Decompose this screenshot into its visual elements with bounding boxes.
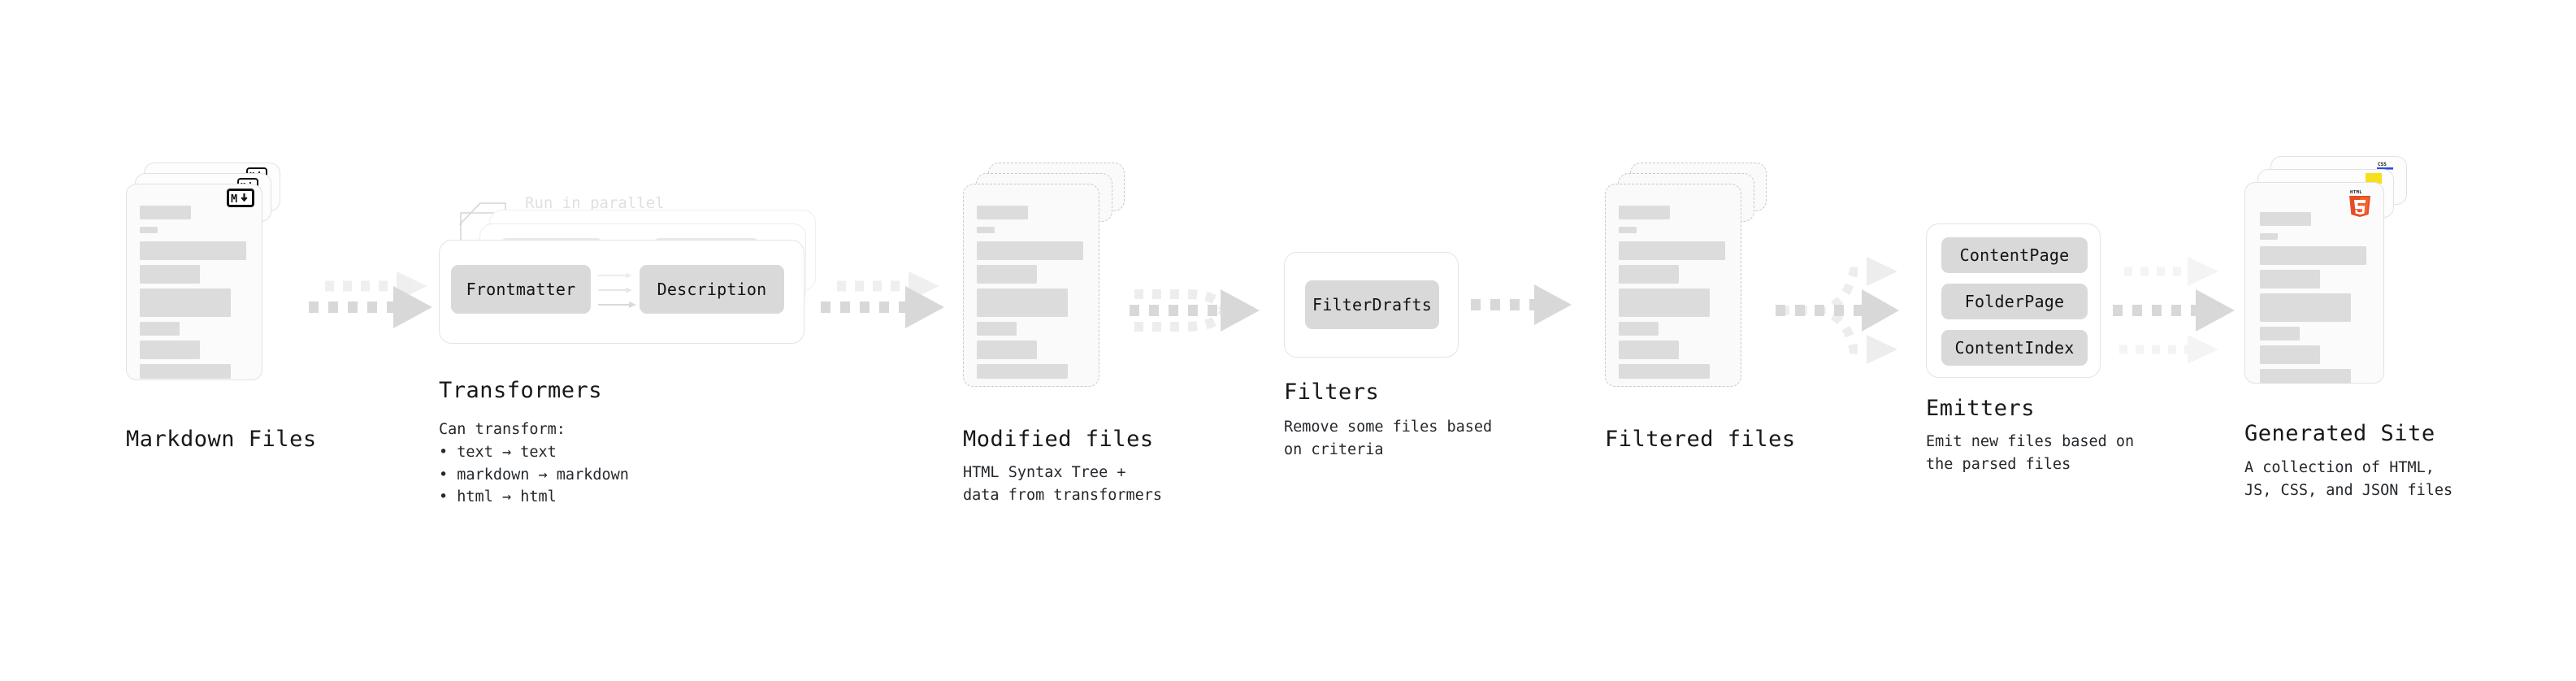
- svg-text:HTML: HTML: [2350, 190, 2362, 195]
- stage-markdown-files: M M: [0, 0, 325, 681]
- skeleton-bar: [977, 265, 1037, 284]
- skeleton-bar: [2260, 369, 2351, 384]
- connector-filters-to-filtered: [1471, 284, 1572, 325]
- skeleton-bar: [140, 227, 158, 233]
- skeleton-bar: [977, 340, 1037, 359]
- skeleton-bar: [977, 206, 1028, 219]
- stage-generated-site: CSS: [2227, 0, 2576, 681]
- skeleton-bar: [1619, 364, 1710, 379]
- skeleton-bar: [1619, 265, 1679, 284]
- stage-modified-files: Modified files HTML Syntax Tree + data f…: [951, 0, 1276, 681]
- stage-subtitle-modified-files: HTML Syntax Tree + data from transformer…: [963, 464, 1163, 504]
- transformer-inner-arrows: [598, 272, 636, 308]
- html5-badge-icon: HTML: [2347, 188, 2373, 217]
- skeleton-bar: [2260, 212, 2311, 226]
- js-badge-icon: [2365, 172, 2383, 185]
- stage-subtitle-transformers: Can transform: • text → text • markdown …: [439, 421, 629, 506]
- markdown-badge-icon: M: [227, 189, 254, 207]
- skeleton-bar: [2260, 270, 2320, 288]
- stage-emitters: ContentPage FolderPage ContentIndex Emit…: [1910, 0, 2235, 681]
- skeleton-bar: [1619, 322, 1659, 336]
- parallel-leader-line: [459, 202, 506, 243]
- parallel-annotation: Run in parallel: [525, 194, 665, 212]
- connector-filtered-to-emitters: [1776, 257, 1899, 364]
- skeleton-bar: [977, 322, 1017, 336]
- connector-modified-to-filters: [1130, 289, 1260, 332]
- svg-text:M: M: [231, 193, 237, 204]
- emitters-box: ContentPage FolderPage ContentIndex: [1926, 223, 2101, 378]
- skeleton-bar: [140, 340, 200, 359]
- emitter-chip-contentpage[interactable]: ContentPage: [1941, 237, 2088, 273]
- skeleton-bar: [2260, 233, 2278, 240]
- filters-box: FilterDrafts: [1284, 252, 1459, 358]
- filtered-card-front: [1605, 184, 1741, 387]
- emitter-chip-folderpage[interactable]: FolderPage: [1941, 284, 2088, 319]
- transformer-chip-frontmatter[interactable]: Frontmatter: [451, 265, 591, 314]
- connector-emitters-to-site: [2113, 257, 2235, 364]
- skeleton-bar: [140, 288, 231, 317]
- skeleton-bar: [1619, 340, 1679, 359]
- stage-title-filtered-files: Filtered files: [1605, 427, 1796, 452]
- stage-subtitle-filters: Remove some files based on criteria: [1284, 419, 1493, 458]
- skeleton-bar: [1619, 288, 1710, 317]
- skeleton-bar: [140, 364, 231, 379]
- css3-badge-icon: CSS: [2376, 159, 2394, 172]
- skeleton-bar: [977, 288, 1068, 317]
- modified-card-front: [963, 184, 1099, 387]
- stage-transformers: Run in parallel Frontmatter Description: [439, 0, 861, 681]
- connector-transformers-to-modified: [821, 271, 944, 328]
- svg-text:CSS: CSS: [2378, 162, 2387, 167]
- stage-filtered-files: Filtered files: [1593, 0, 1918, 681]
- skeleton-bar: [2260, 246, 2366, 265]
- filter-chip-filterdrafts[interactable]: FilterDrafts: [1305, 280, 1439, 329]
- markdown-card-front: [126, 184, 262, 380]
- stage-title-transformers: Transformers: [439, 378, 603, 403]
- transformer-box-front: Frontmatter Description: [439, 240, 804, 344]
- stage-filters: FilterDrafts Filters Remove some files b…: [1268, 0, 1593, 681]
- skeleton-bar: [977, 241, 1083, 260]
- skeleton-bar: [1619, 206, 1670, 219]
- skeleton-bar: [977, 364, 1068, 379]
- skeleton-bar: [140, 241, 246, 260]
- stage-subtitle-emitters: Emit new files based on the parsed files: [1926, 433, 2135, 473]
- skeleton-bar: [1619, 241, 1725, 260]
- skeleton-bar: [140, 322, 180, 336]
- stage-title-emitters: Emitters: [1926, 396, 2036, 421]
- transformer-chip-description[interactable]: Description: [640, 265, 784, 314]
- skeleton-bar: [2260, 293, 2351, 322]
- stage-subtitle-generated-site: A collection of HTML, JS, CSS, and JSON …: [2244, 459, 2453, 499]
- skeleton-bar: [1619, 227, 1637, 233]
- emitter-chip-contentindex[interactable]: ContentIndex: [1941, 330, 2088, 366]
- stage-title-markdown-files: Markdown Files: [126, 427, 317, 452]
- stage-title-generated-site: Generated Site: [2244, 421, 2435, 446]
- skeleton-bar: [2260, 327, 2300, 340]
- skeleton-bar: [140, 206, 191, 219]
- skeleton-bar: [977, 227, 995, 233]
- skeleton-bar: [2260, 345, 2320, 364]
- stage-title-filters: Filters: [1284, 380, 1380, 405]
- connector-markdown-to-transformers: [309, 271, 432, 328]
- skeleton-bar: [140, 265, 200, 284]
- stage-title-modified-files: Modified files: [963, 427, 1154, 452]
